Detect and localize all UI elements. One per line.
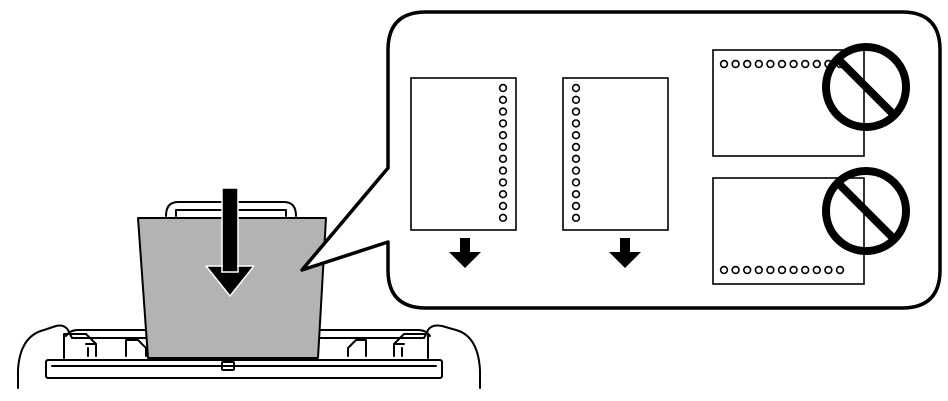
punch-hole-icon [742, 59, 752, 69]
sheet-portrait-holes-right [410, 77, 517, 231]
punch-hole-icon [812, 265, 821, 275]
punch-hole-icon [498, 201, 508, 211]
punch-hole-icon [571, 119, 581, 128]
prohibited-icon [822, 43, 910, 131]
prohibited-orientation-2 [712, 167, 910, 285]
punch-hole-icon [498, 119, 508, 128]
punch-holes-top [719, 59, 845, 69]
punch-hole-icon [498, 178, 508, 187]
punch-hole-icon [835, 265, 845, 275]
paper-guide-right [347, 339, 367, 357]
punch-hole-icon [571, 83, 581, 93]
punch-hole-icon [789, 59, 798, 69]
punch-hole-icon [754, 265, 763, 275]
edge-guide-left-inner [85, 343, 97, 357]
punch-hole-icon [766, 265, 775, 275]
punch-hole-icon [571, 154, 581, 164]
edge-guide-left [63, 333, 97, 359]
punch-holes-bottom [719, 265, 845, 275]
punch-hole-icon [766, 59, 775, 69]
punch-hole-icon [754, 59, 763, 69]
punch-hole-icon [498, 83, 508, 93]
punch-hole-icon [498, 166, 508, 175]
tray-clip [221, 361, 235, 371]
punch-hole-icon [571, 213, 581, 223]
punch-hole-icon [800, 59, 810, 69]
punch-hole-icon [571, 201, 581, 211]
printer-front-tray [45, 359, 443, 379]
punch-hole-icon [498, 107, 508, 116]
allowed-orientation-1 [410, 77, 517, 268]
load-arrow-icon [205, 187, 255, 297]
punch-hole-icon [571, 95, 581, 105]
punch-hole-icon [731, 265, 740, 275]
punch-hole-icon [812, 59, 821, 69]
punch-hole-icon [571, 131, 581, 140]
punch-hole-icon [789, 265, 798, 275]
edge-guide-right-inner [393, 343, 405, 357]
punch-hole-icon [498, 213, 508, 223]
punch-hole-icon [800, 265, 810, 275]
punch-hole-icon [498, 131, 508, 140]
punch-hole-icon [498, 190, 508, 199]
punch-hole-icon [777, 265, 787, 275]
edge-guide-right [393, 333, 429, 359]
sheet-portrait-holes-left [562, 77, 669, 231]
punch-holes-right [498, 83, 508, 223]
punch-hole-icon [731, 59, 740, 69]
punch-hole-icon [498, 154, 508, 164]
punch-hole-icon [571, 178, 581, 187]
allowed-orientation-2 [562, 77, 669, 268]
sheet-landscape-holes-top [712, 49, 865, 157]
feed-arrow-icon-2 [609, 238, 641, 268]
punch-hole-icon [498, 95, 508, 105]
punch-hole-icon [498, 142, 508, 152]
punch-hole-icon [571, 107, 581, 116]
punch-hole-icon [571, 166, 581, 175]
punch-hole-icon [824, 265, 833, 275]
punch-hole-icon [777, 59, 787, 69]
feed-arrow-icon-1 [449, 238, 481, 268]
punch-hole-icon [719, 265, 729, 275]
punch-hole-icon [742, 265, 752, 275]
prohibited-orientation-1 [712, 43, 910, 157]
punch-hole-icon [571, 142, 581, 152]
punch-hole-icon [571, 190, 581, 199]
printer [17, 201, 481, 389]
punch-holes-left [571, 83, 581, 223]
punch-hole-icon [719, 59, 729, 69]
paper-guide-left [125, 339, 147, 357]
prohibited-icon [822, 167, 910, 255]
